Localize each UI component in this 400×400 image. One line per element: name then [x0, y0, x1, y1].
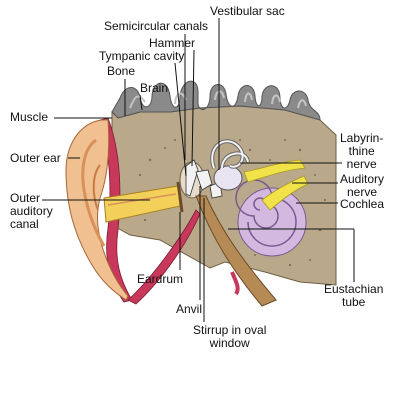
brain	[111, 80, 321, 121]
label-outer-auditory-canal-line-2: auditory	[10, 204, 53, 218]
label-bone: Bone	[107, 64, 136, 78]
label-eustachian-tube: Eustachian tube	[324, 283, 383, 309]
label-brain: Brain	[140, 81, 169, 95]
vestibular-sac	[213, 165, 243, 191]
label-labyrinthine-nerve: Labyrin- thine nerve	[340, 132, 383, 171]
label-auditory-nerve-line-1: Auditory	[340, 172, 385, 186]
label-stirrup-line-2: window	[209, 336, 250, 350]
label-outer-auditory-canal: Outer auditory canal	[10, 192, 53, 231]
anvil	[195, 169, 213, 191]
label-outer-ear: Outer ear	[10, 151, 61, 165]
label-eustachian-tube-line-1: Eustachian	[324, 282, 384, 296]
label-outer-auditory-canal-line-1: Outer	[10, 191, 41, 205]
label-muscle: Muscle	[10, 110, 49, 124]
label-vestibular-sac: Vestibular sac	[210, 4, 285, 18]
label-semicircular-canals: Semicircular canals	[104, 19, 209, 33]
label-stirrup-line-1: Stirrup in oval	[193, 323, 267, 337]
label-tympanic-cavity: Tympanic cavity	[99, 49, 185, 63]
label-labyrinthine-nerve-line-2: thine	[348, 144, 375, 158]
auditory-nerve	[261, 175, 309, 211]
eustachian-tube	[195, 195, 277, 307]
label-labyrinthine-nerve-line-1: Labyrin-	[340, 131, 384, 145]
label-anvil: Anvil	[176, 302, 203, 316]
label-hammer: Hammer	[149, 36, 196, 50]
labyrinthine-nerve	[243, 159, 306, 183]
label-eustachian-tube-line-2: tube	[342, 295, 366, 309]
label-stirrup: Stirrup in oval window	[193, 324, 266, 350]
hammer	[185, 159, 199, 197]
label-auditory-nerve-line-2: nerve	[347, 185, 378, 199]
label-labyrinthine-nerve-line-3: nerve	[346, 157, 377, 171]
label-eardrum: Eardrum	[137, 272, 184, 286]
eardrum	[176, 181, 184, 213]
label-cochlea: Cochlea	[340, 197, 385, 211]
label-auditory-nerve: Auditory nerve	[340, 173, 384, 199]
leader-lines	[42, 18, 355, 322]
label-outer-auditory-canal-line-3: canal	[10, 217, 39, 231]
